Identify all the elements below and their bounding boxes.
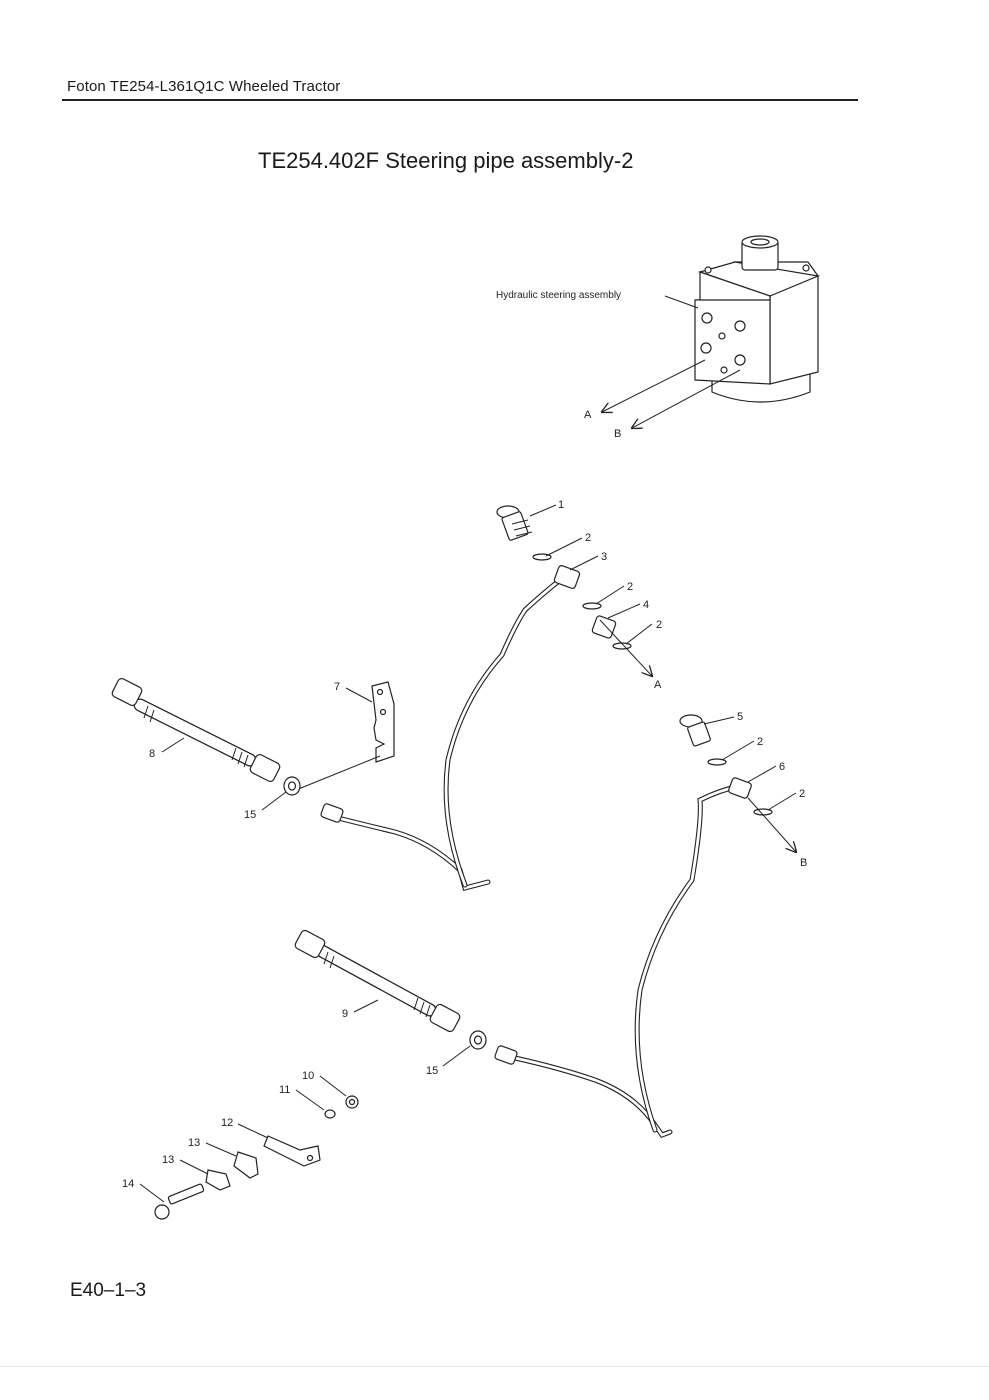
header-text: Foton TE254-L361Q1C Wheeled Tractor [67, 78, 341, 95]
bottom-rule [0, 1366, 989, 1367]
callout-4: 4 [643, 599, 649, 611]
pipe-b-arrow [747, 797, 796, 852]
page-code: E40–1–3 [70, 1280, 147, 1301]
callout-13: 13 [188, 1137, 200, 1149]
pipe-fitting-6 [728, 777, 752, 799]
callout-2: 2 [585, 532, 591, 544]
pipe-a-arrow [599, 619, 652, 676]
page-title: TE254.402F Steering pipe assembly-2 [258, 148, 634, 173]
port-b-arrow [632, 369, 741, 428]
callout-2: 2 [627, 581, 633, 593]
spacer-4 [591, 615, 617, 639]
callout-15: 15 [426, 1065, 438, 1077]
assembly-label: Hydraulic steering assembly [496, 290, 621, 301]
washer-2b [582, 602, 602, 610]
callout-7: 7 [334, 681, 340, 693]
clamp-block-13a [233, 1151, 259, 1179]
washer-2e [753, 808, 773, 816]
port-a-arrow [602, 359, 706, 412]
steering-pipe-a [320, 577, 563, 892]
steering-pipe-b [494, 783, 743, 1139]
callout-2: 2 [757, 736, 763, 748]
callout-6: 6 [779, 761, 785, 773]
callout-15: 15 [244, 809, 256, 821]
callout-9: 9 [342, 1008, 348, 1020]
callout-leaders [139, 504, 797, 1203]
banjo-bolt-1 [496, 505, 533, 541]
clamp-block-13b [205, 1169, 231, 1191]
callout-5: 5 [737, 711, 743, 723]
washer-11 [324, 1109, 336, 1119]
bolt-14 [154, 1183, 205, 1220]
callout-11: 11 [279, 1084, 290, 1096]
port-label-b: B [614, 428, 621, 440]
callout-1: 1 [558, 499, 564, 511]
pipe-a-port-label: A [654, 679, 662, 691]
callout-14: 14 [122, 1178, 134, 1190]
callout-3: 3 [601, 551, 607, 563]
callout-2: 2 [799, 788, 805, 800]
pipe-b-port-label: B [800, 857, 807, 869]
bracket-7 [371, 681, 395, 763]
callout-12: 12 [221, 1117, 233, 1129]
washer-2d [707, 758, 727, 766]
callout-13: 13 [162, 1154, 174, 1166]
callout-8: 8 [149, 748, 155, 760]
assembly-leader [664, 295, 699, 309]
hydraulic-steering-assembly [694, 235, 821, 403]
callout-2: 2 [656, 619, 662, 631]
hose-8 [111, 677, 281, 783]
hose-9 [294, 929, 461, 1033]
callout-10: 10 [302, 1070, 314, 1082]
pipe-fitting-3 [553, 565, 581, 589]
banjo-bolt-5 [679, 714, 711, 747]
port-label-a: A [584, 409, 592, 421]
header-rule [62, 99, 858, 101]
bracket-leader [295, 755, 381, 791]
clamp-plate-12 [263, 1135, 321, 1167]
